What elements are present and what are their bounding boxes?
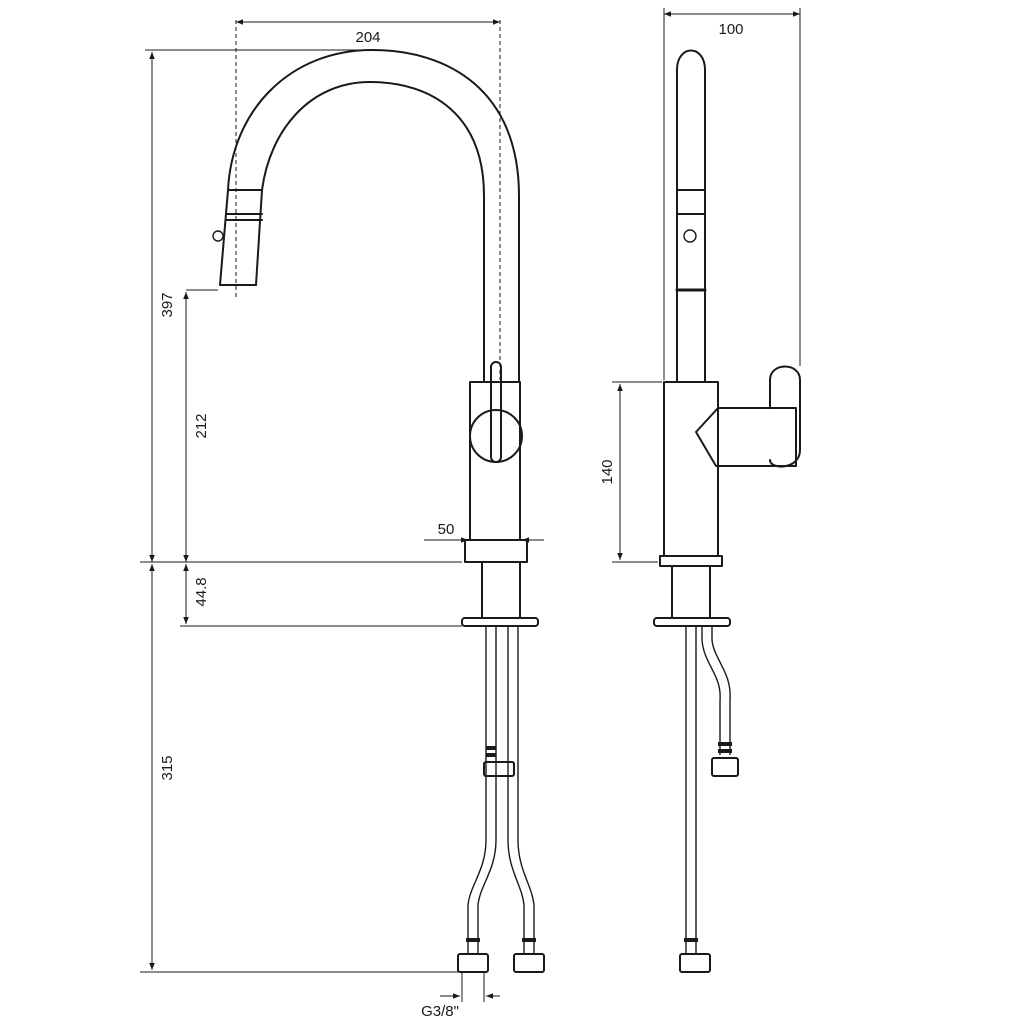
front-spout-inner bbox=[255, 81, 485, 383]
label-body-height: 140 bbox=[599, 459, 616, 484]
front-connector-right bbox=[513, 953, 545, 973]
label-base-height: 44.8 bbox=[193, 577, 210, 606]
label-hose-length: 315 bbox=[159, 755, 176, 780]
front-view bbox=[186, 49, 545, 973]
front-spray-head bbox=[219, 189, 263, 286]
front-hose-right bbox=[507, 626, 535, 955]
side-hose-front bbox=[685, 626, 697, 955]
label-side-width: 100 bbox=[718, 21, 743, 38]
side-shank bbox=[671, 565, 711, 619]
label-connector-thread: G3/8" bbox=[421, 1003, 459, 1020]
front-connector-left bbox=[457, 953, 489, 973]
side-hose-fittings bbox=[684, 742, 732, 942]
side-lever-handle bbox=[769, 365, 801, 468]
label-spout-height: 212 bbox=[193, 413, 210, 438]
side-view bbox=[653, 49, 801, 973]
label-body-width: 50 bbox=[438, 521, 455, 538]
label-total-height: 397 bbox=[159, 292, 176, 317]
label-spout-reach: 204 bbox=[355, 29, 380, 46]
front-base-ring bbox=[464, 539, 528, 563]
side-hose-rear bbox=[701, 626, 731, 755]
side-body bbox=[663, 381, 719, 557]
side-spray-button bbox=[683, 229, 697, 243]
side-mount-plate bbox=[653, 617, 731, 627]
side-connector-rear bbox=[711, 757, 739, 777]
front-spout-outer bbox=[219, 49, 520, 383]
front-lever-hub bbox=[469, 409, 523, 463]
front-shank bbox=[481, 561, 521, 619]
front-hose-left bbox=[467, 626, 497, 955]
front-mount-plate bbox=[461, 617, 539, 627]
side-connector-front bbox=[679, 953, 711, 973]
front-hose-fittings bbox=[466, 746, 536, 942]
side-base-ring bbox=[659, 555, 723, 567]
front-lever bbox=[490, 361, 502, 463]
side-lever bbox=[695, 407, 797, 467]
front-spray-button bbox=[212, 230, 224, 242]
side-spout bbox=[676, 49, 706, 383]
dimension-lines bbox=[140, 8, 801, 1002]
dimension-labels: 204 100 397 212 50 140 44.8 315 G3/8" bbox=[159, 21, 744, 1020]
